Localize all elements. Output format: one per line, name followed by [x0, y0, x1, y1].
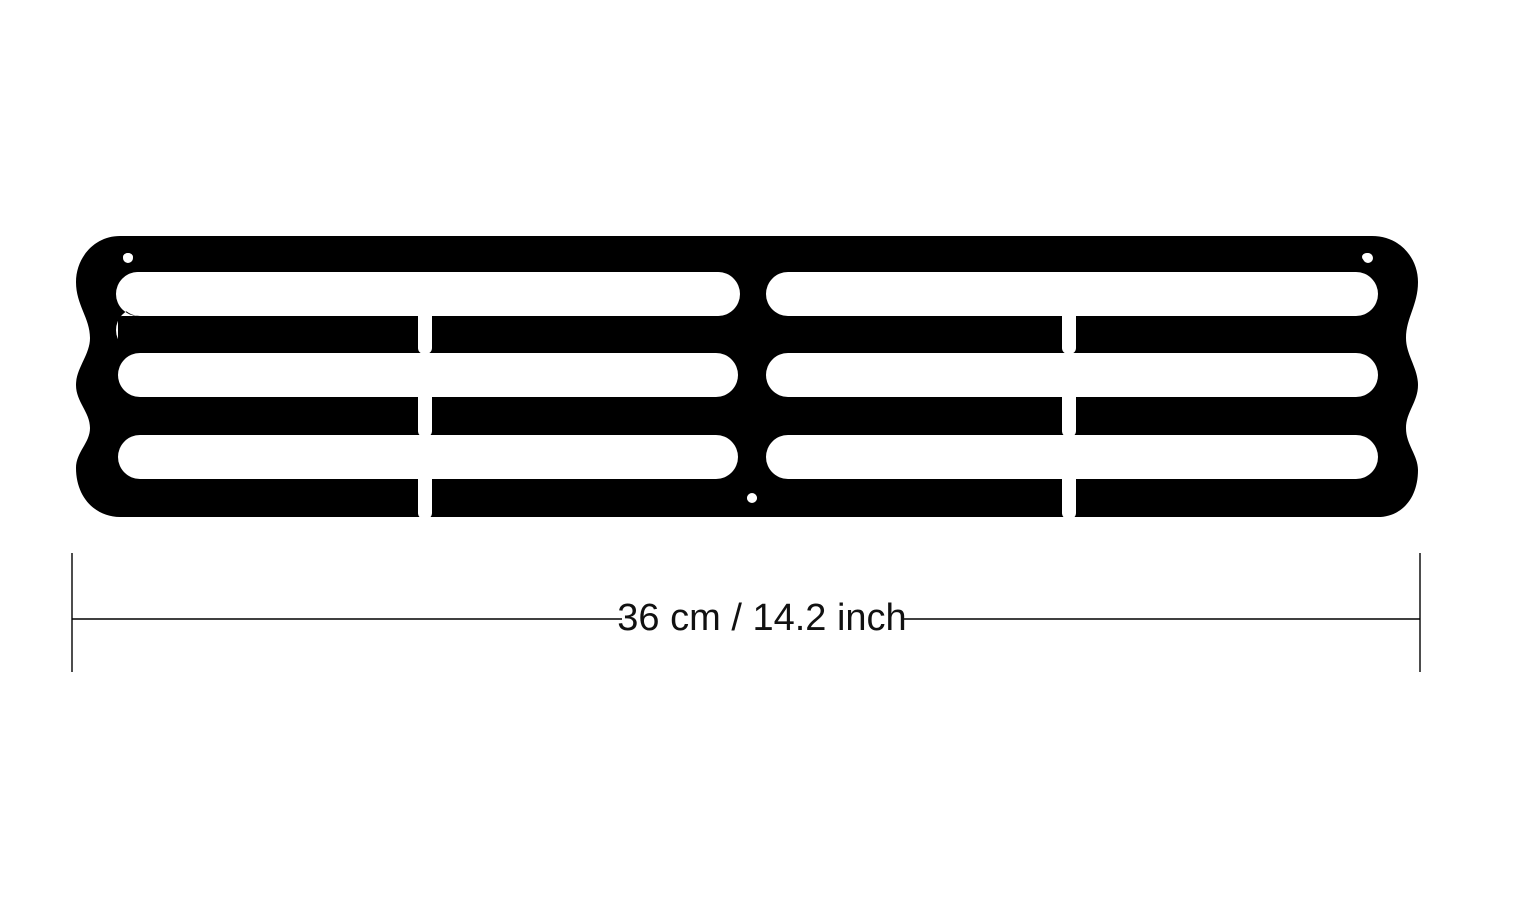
hook-row3-right-b — [1082, 479, 1380, 517]
hook-row1-left — [118, 316, 414, 352]
dimension-line-group — [71, 553, 1421, 672]
mounting-hole-right — [1362, 253, 1372, 261]
hook-row1-right-b — [1082, 316, 1380, 352]
hooks-left-group — [118, 316, 736, 517]
slot-row2-right-upper — [766, 353, 1378, 397]
mounting-hole-left — [123, 253, 133, 261]
hook-row3-left — [118, 479, 414, 517]
slot-row1-left-upper — [118, 272, 738, 316]
hooks-right-group — [766, 316, 1380, 517]
hook-row2-left — [118, 397, 414, 435]
slot-row3-left-upper — [118, 435, 738, 479]
slot-row3-right-upper — [766, 435, 1378, 479]
hook-row2-right — [436, 397, 736, 435]
dimension-label: 36 cm / 14.2 inch — [617, 597, 906, 639]
gaps-left-group — [418, 310, 432, 519]
hook-row3-right-a — [766, 479, 1058, 517]
gap-row3-right — [1062, 473, 1076, 519]
gaps-right-group — [1062, 310, 1076, 519]
gap-row1-right — [1062, 310, 1076, 354]
hook-row1-right — [436, 316, 736, 352]
hook-row1-right-a — [766, 316, 1058, 352]
hook-row2-right-b — [1082, 397, 1380, 435]
slots-left-group — [118, 272, 738, 479]
mounting-holes — [123, 253, 1372, 502]
hook-row3-right — [436, 479, 736, 517]
gap-row1-left — [418, 310, 432, 354]
slots-right-group — [766, 272, 1378, 479]
gap-row2-right — [1062, 391, 1076, 437]
hook-row2-right-a — [766, 397, 1058, 435]
mounting-hole-center — [747, 494, 757, 502]
slot-row2-left-upper — [118, 353, 738, 397]
slot-row1-right-upper — [766, 272, 1378, 316]
gap-row3-left — [418, 473, 432, 519]
gap-row2-left — [418, 391, 432, 437]
